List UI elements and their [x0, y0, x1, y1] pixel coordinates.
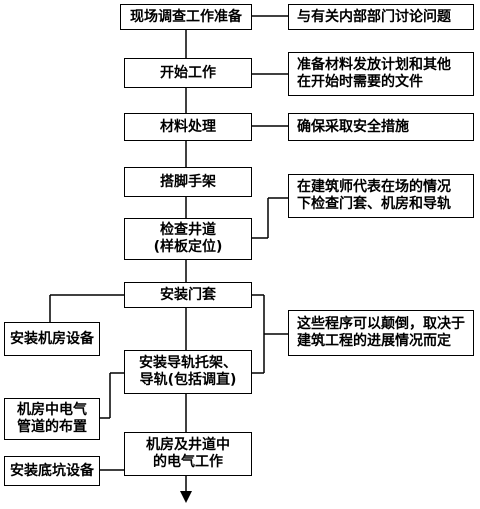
- task-label: 机房中电气 管道的布置: [17, 402, 87, 435]
- note-discuss-issues: 与有关内部部门讨论问题: [288, 4, 474, 30]
- step-site-survey: 现场调查工作准备: [120, 4, 252, 30]
- step-scaffolding: 搭脚手架: [124, 167, 252, 197]
- step-label: 检查井道 (样板定位): [153, 222, 223, 255]
- task-label: 安装底坑设备: [10, 462, 94, 479]
- step-label: 现场调查工作准备: [130, 8, 242, 25]
- step-label: 搭脚手架: [160, 173, 216, 190]
- note-label: 这些程序可以颠倒，取决于 建筑工程的进展情况而定: [297, 316, 465, 349]
- step-install-door-frame: 安装门套: [124, 282, 252, 308]
- note-order-reversible: 这些程序可以颠倒，取决于 建筑工程的进展情况而定: [288, 310, 474, 356]
- step-label: 安装门套: [160, 286, 216, 303]
- note-material-plan: 准备材料发放计划和其他 在开始时需要的文件: [288, 52, 474, 96]
- note-label: 确保采取安全措施: [297, 118, 409, 135]
- step-electrical-work: 机房及井道中 的电气工作: [124, 432, 252, 476]
- note-label: 准备材料发放计划和其他 在开始时需要的文件: [297, 57, 451, 90]
- step-start-work: 开始工作: [124, 58, 252, 88]
- step-material-handling: 材料处理: [124, 113, 252, 141]
- note-label: 在建筑师代表在场的情况 下检查门套、机房和导轨: [297, 179, 451, 212]
- step-label: 机房及井道中 的电气工作: [146, 437, 230, 470]
- task-machine-room-equipment: 安装机房设备: [4, 322, 100, 356]
- task-machine-room-conduit: 机房中电气 管道的布置: [4, 398, 100, 440]
- task-pit-equipment: 安装底坑设备: [4, 456, 100, 486]
- task-label: 安装机房设备: [10, 330, 94, 347]
- step-label: 材料处理: [160, 118, 216, 135]
- step-inspect-shaft: 检查井道 (样板定位): [124, 218, 252, 260]
- step-label: 开始工作: [160, 64, 216, 81]
- note-safety-measures: 确保采取安全措施: [288, 113, 474, 141]
- step-install-guide-rails: 安装导轨托架、 导轨(包括调直): [124, 350, 252, 394]
- note-label: 与有关内部部门讨论问题: [297, 8, 451, 25]
- step-label: 安装导轨托架、 导轨(包括调直): [139, 355, 237, 388]
- note-inspection: 在建筑师代表在场的情况 下检查门套、机房和导轨: [288, 174, 474, 218]
